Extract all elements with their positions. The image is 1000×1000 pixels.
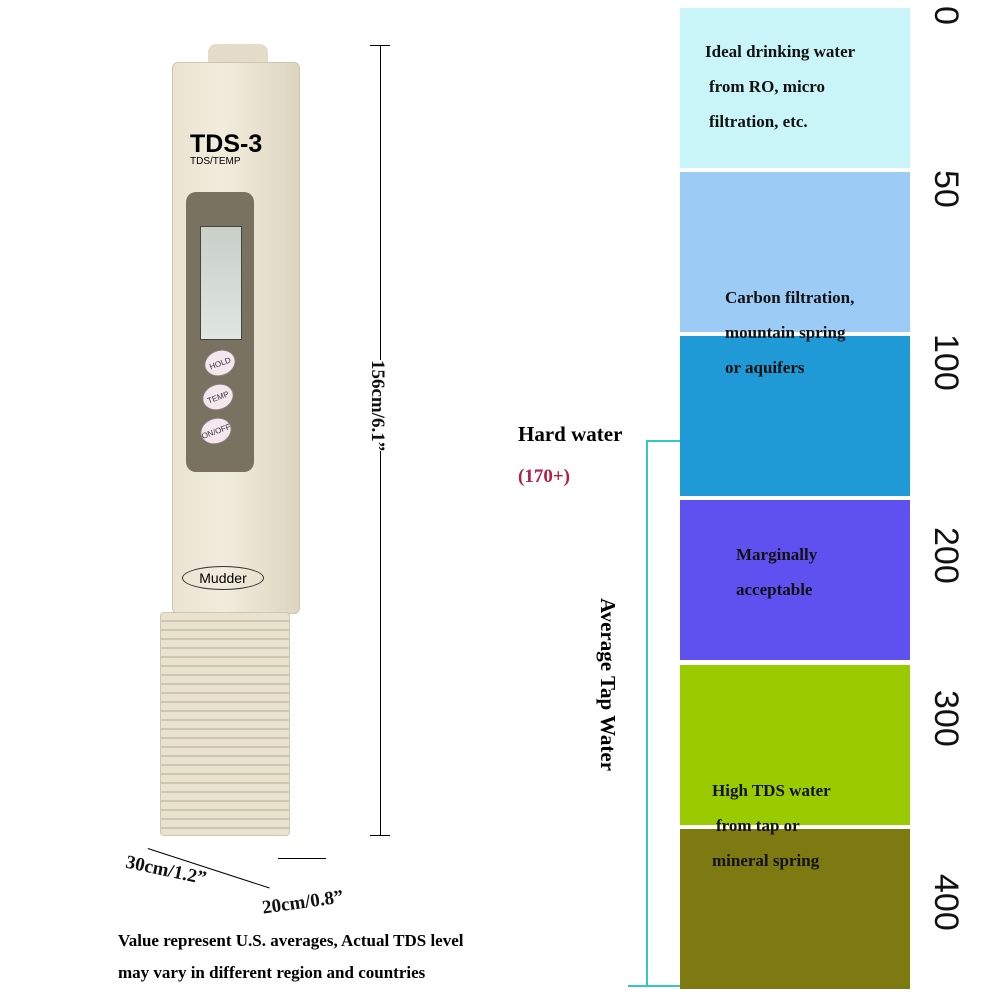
- onoff-button[interactable]: ON/OFF: [196, 413, 236, 449]
- band-400: [680, 829, 910, 989]
- lcd-display: [200, 226, 242, 340]
- depth-label: 20cm/0.8”: [260, 886, 345, 919]
- hard-water-label: Hard water: [518, 422, 623, 446]
- band-100-200: [680, 336, 910, 496]
- hold-button[interactable]: HOLD: [200, 345, 240, 381]
- tick-200: 200: [927, 527, 965, 584]
- tick-100: 100: [927, 334, 965, 391]
- tick-400: 400: [927, 874, 965, 931]
- bracket-bottom: [628, 985, 680, 987]
- band-0-50: [680, 8, 910, 168]
- bracket-vertical: [646, 440, 648, 987]
- band-200-300: [680, 500, 910, 660]
- band-50-100: [680, 172, 910, 332]
- band-300-400: [680, 665, 910, 825]
- temp-button[interactable]: TEMP: [198, 379, 238, 415]
- depth-dimension-line: [278, 858, 326, 859]
- model-label: TDS-3: [190, 130, 263, 158]
- width-label: 30cm/1.2”: [123, 851, 209, 890]
- bracket-top: [647, 440, 680, 442]
- model-subtitle: TDS/TEMP: [190, 156, 241, 167]
- footnote: Value represent U.S. averages, Actual TD…: [118, 931, 464, 982]
- tick-50: 50: [927, 170, 965, 208]
- control-panel: HOLD TEMP ON/OFF: [186, 192, 254, 472]
- height-label: 156cm/6.1”: [366, 360, 388, 452]
- dim-tick: [370, 45, 390, 46]
- brand-logo: Mudder: [182, 566, 264, 590]
- tick-0: 0: [927, 6, 965, 25]
- tds-meter: TDS-3 TDS/TEMP HOLD TEMP ON/OFF Mudder: [172, 44, 300, 614]
- dim-tick: [370, 835, 390, 836]
- meter-cap: [160, 612, 290, 836]
- tick-300: 300: [927, 690, 965, 747]
- tap-water-label: Average Tap Water: [596, 598, 620, 772]
- hard-water-value: (170+): [518, 466, 570, 487]
